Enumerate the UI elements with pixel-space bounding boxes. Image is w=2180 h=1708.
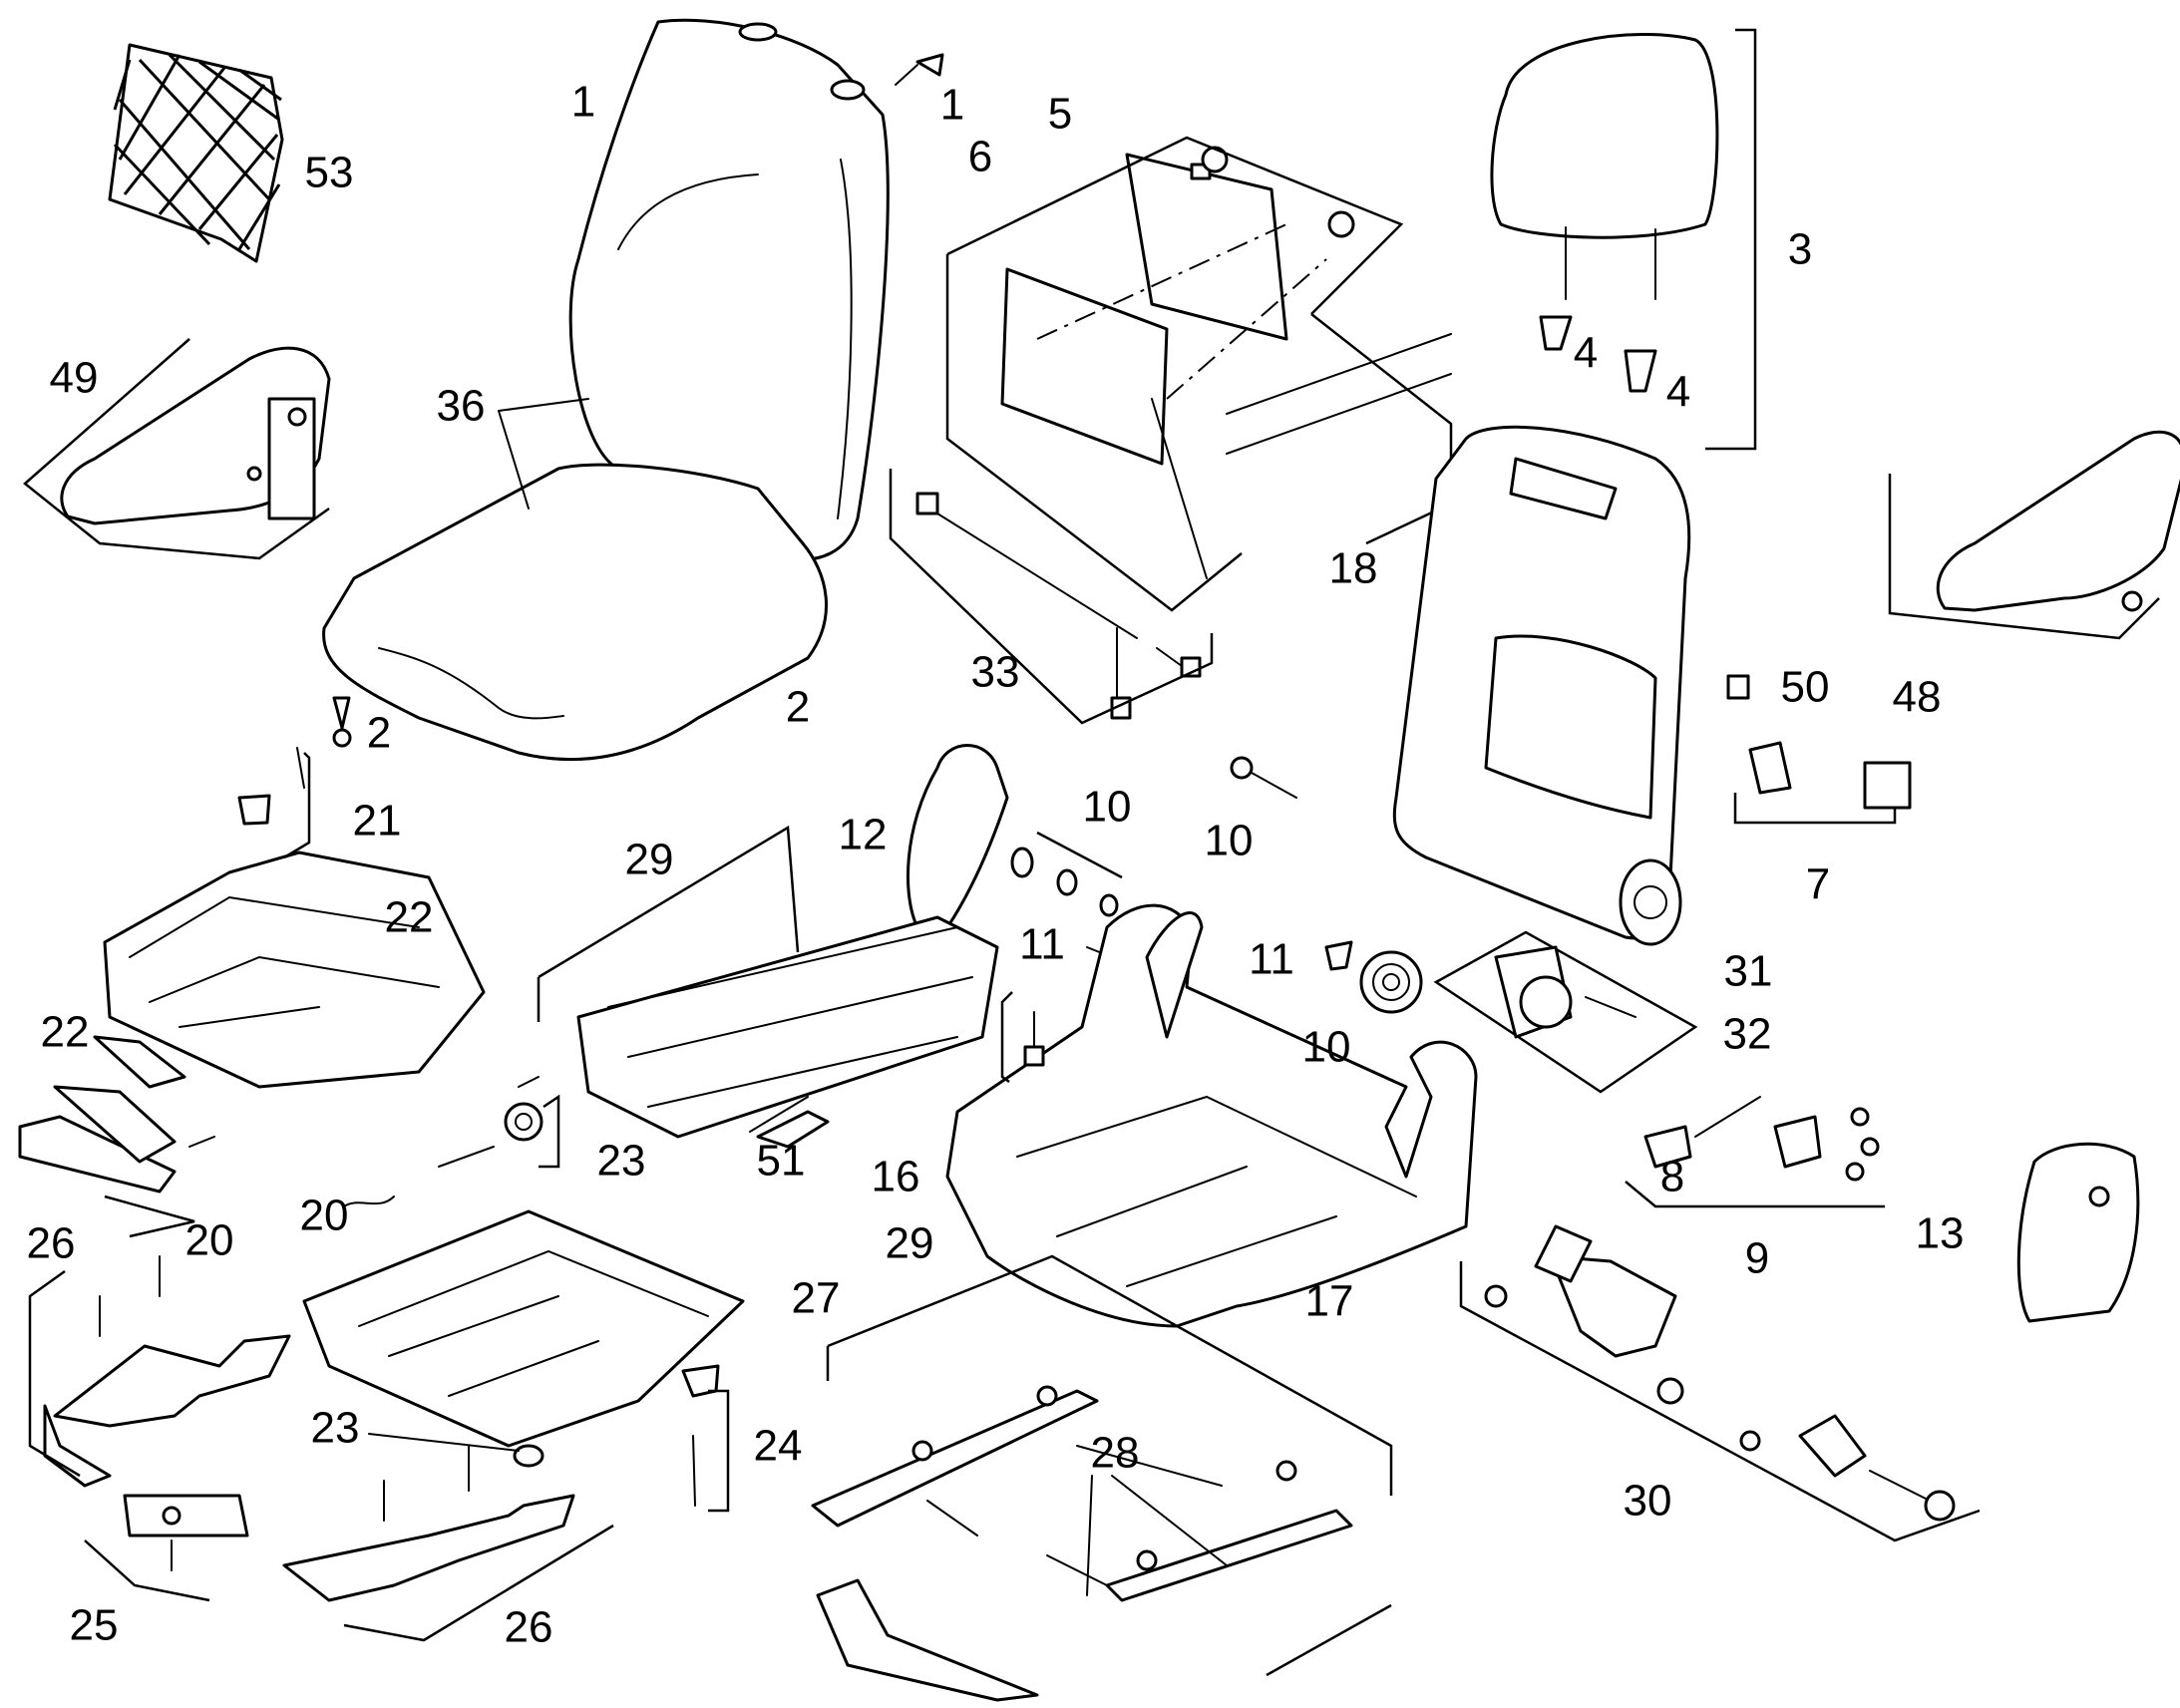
recliner-latch-part (1625, 1096, 1885, 1208)
callout-label: 17 (1305, 1277, 1354, 1326)
callout-label: 1 (571, 78, 595, 127)
seat-cushion-part (322, 463, 828, 762)
callout-label: 6 (968, 133, 992, 181)
callout-label: 4 (1574, 329, 1598, 378)
recliner-motor-part (1433, 930, 1698, 1094)
seat-side-cover-part (907, 744, 1009, 929)
callout-label: 27 (792, 1274, 841, 1323)
callout-label: 5 (1048, 90, 1072, 139)
backrest-screw-part (895, 53, 944, 86)
headrest-group-bracket (1705, 28, 1757, 451)
seat-pan-part (103, 747, 486, 1089)
callout-label: 2 (786, 683, 810, 732)
callout-label: 32 (1723, 1010, 1772, 1059)
callout-label: 21 (353, 797, 402, 846)
seat-base-plate-part (302, 1209, 745, 1448)
right-armrest-part (1888, 430, 2180, 640)
recliner-clip-part (1726, 674, 1750, 700)
callout-label: 33 (971, 648, 1020, 697)
callout-label: 36 (437, 382, 486, 431)
callout-label: 26 (505, 1603, 553, 1652)
callout-label: 48 (1893, 673, 1942, 722)
callout-label: 23 (311, 1404, 360, 1453)
height-adjust-lever-part (84, 1494, 249, 1602)
callout-label: 10 (1205, 817, 1254, 865)
callout-label: 11 (1019, 920, 1065, 969)
callout-label: 13 (1916, 1209, 1965, 1258)
callout-label: 3 (1788, 225, 1812, 274)
callout-label: 10 (1083, 783, 1132, 832)
callout-label: 30 (1624, 1477, 1672, 1526)
seat-slide-rail-lower-part (811, 1254, 1393, 1702)
callout-label: 26 (27, 1219, 76, 1268)
seat-back-pocket-net-part (108, 43, 284, 263)
seat-frame-part (945, 903, 1478, 1328)
callout-label: 8 (1660, 1153, 1684, 1201)
part-alignment-line (1036, 223, 1327, 400)
callout-label: 2 (367, 709, 391, 758)
callout-label: 50 (1781, 663, 1830, 712)
seat-slide-rail-part (749, 1096, 809, 1133)
callout-label: 25 (70, 1601, 119, 1650)
callout-label: 22 (385, 893, 434, 942)
callout-labels: 1 1 2 2 3 4 4 5 6 7 8 9 10 10 10 11 11 1… (27, 78, 1965, 1652)
left-armrest-part (23, 338, 331, 560)
seat-belt-buckle-part (1459, 1224, 1981, 1542)
callout-label: 49 (50, 354, 99, 403)
recliner-spring-part (1324, 940, 1423, 1014)
release-knob-part (513, 1444, 545, 1468)
callout-label: 31 (1724, 947, 1773, 996)
release-spring-part (343, 1076, 560, 1207)
recliner-cover-part (2016, 1142, 2140, 1323)
recliner-knob-part (1733, 741, 1912, 825)
wire-harness-part (889, 469, 1214, 725)
callout-label: 23 (597, 1137, 646, 1186)
callout-leader-lines (368, 398, 1228, 1596)
callout-label: 20 (300, 1192, 349, 1240)
callout-label: 16 (872, 1153, 920, 1201)
seat-slide-frame-upper-part (537, 825, 999, 1149)
callout-label: 22 (41, 1008, 90, 1057)
callout-label: 20 (185, 1216, 234, 1265)
callout-label: 29 (886, 1219, 934, 1268)
backrest-plate-part (1000, 146, 1452, 579)
headrest-part (1490, 33, 1719, 393)
base-plate-pin-part (681, 1364, 730, 1513)
callout-label: 51 (757, 1137, 806, 1186)
seat-pan-bracket-part (93, 1035, 186, 1089)
pivot-bolt-part (1010, 756, 1297, 917)
callout-label: 29 (625, 836, 674, 884)
right-side-shield-part (282, 1445, 614, 1642)
frame-pin-part (1000, 991, 1045, 1084)
backrest-cushion-part (568, 18, 890, 561)
seat-pan-trim-part (18, 1085, 215, 1238)
callout-label: 24 (754, 1422, 803, 1471)
callout-label: 53 (305, 149, 354, 197)
callout-label: 4 (1666, 368, 1690, 417)
callout-label: 11 (1249, 935, 1294, 984)
callout-label: 9 (1745, 1234, 1769, 1283)
callout-label: 1 (940, 81, 964, 130)
callout-label: 10 (1302, 1023, 1351, 1072)
callout-label: 7 (1806, 860, 1830, 909)
callout-label: 12 (839, 811, 888, 859)
left-side-shield-part (28, 1255, 291, 1488)
backrest-frame-part (1392, 425, 1691, 946)
callout-label: 18 (1329, 544, 1378, 593)
seat-screw-part (332, 696, 352, 748)
callout-label: 28 (1091, 1429, 1140, 1478)
